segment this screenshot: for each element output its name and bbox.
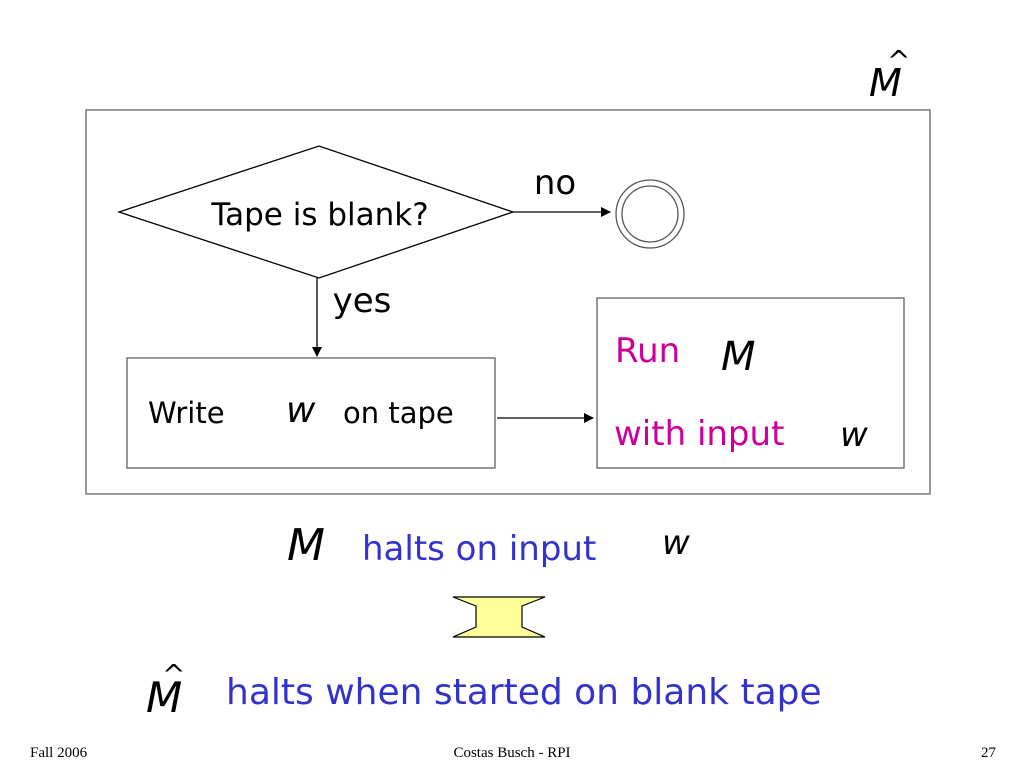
decision-label: Tape is blank?	[210, 197, 428, 233]
title-machine-symbol: M	[869, 61, 902, 105]
statement-halts-on-blank: M ^ halts when started on blank tape	[146, 658, 822, 722]
equivalence-arrow	[452, 596, 546, 638]
write-label-prefix: Write	[148, 396, 225, 430]
write-var: w	[286, 390, 316, 431]
with-input-label: with input	[614, 414, 784, 454]
no-label: no	[534, 163, 576, 203]
halt-state	[615, 179, 685, 249]
run-box	[596, 297, 905, 469]
with-input-var: w	[840, 415, 868, 455]
title-machine-hat: M ^	[869, 44, 910, 105]
footer-center: Costas Busch - RPI	[453, 745, 570, 761]
title-hat-accent: ^	[887, 44, 910, 77]
statement1-var: w	[662, 523, 690, 563]
statement1-machine: M	[287, 520, 325, 571]
run-label: Run	[615, 331, 680, 371]
statement2-hat-accent: ^	[162, 658, 185, 691]
write-label-suffix: on tape	[343, 396, 454, 430]
statement1-text: halts on input	[362, 529, 596, 569]
statement2-text: halts when started on blank tape	[226, 672, 822, 713]
footer-page-number: 27	[981, 745, 997, 761]
write-box	[126, 357, 496, 469]
footer-left: Fall 2006	[30, 745, 88, 761]
yes-label: yes	[333, 281, 392, 321]
run-machine: M	[721, 334, 756, 380]
statement2-machine: M	[146, 673, 182, 722]
halt-state-inner-circle	[621, 185, 679, 243]
statement-halts-on-input: M halts on input w	[287, 520, 690, 571]
machine-outer-box	[85, 109, 931, 495]
